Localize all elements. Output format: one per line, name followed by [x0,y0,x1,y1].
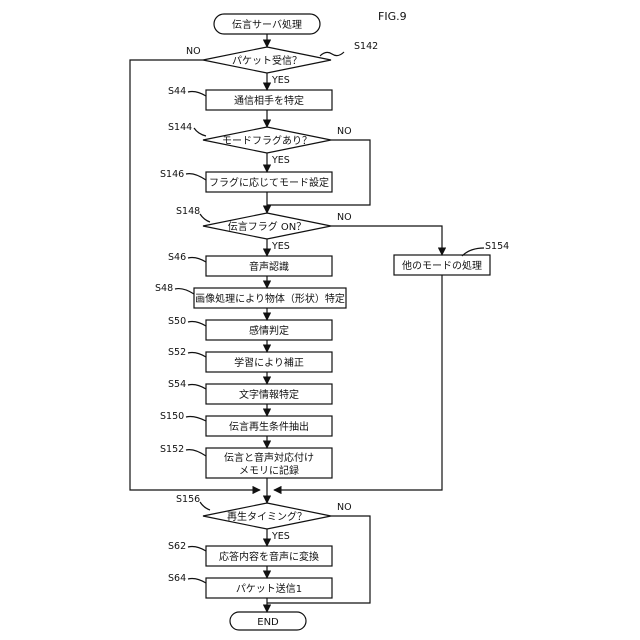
process-identify-peer-label: 通信相手を特定 [234,94,304,107]
no-label-s148: NO [337,212,352,223]
decision-message-flag-label: 伝言フラグ ON？ [228,220,307,233]
decision-mode-flag-label: モードフラグあり？ [222,134,312,147]
step-label-s50: S50 [168,316,186,327]
step-label-s54: S54 [168,379,186,390]
step-label-s152: S152 [160,444,184,455]
yes-label-s142: YES [271,75,290,86]
step-leader-s142 [320,52,344,56]
process-set-mode-label: フラグに応じてモード設定 [209,176,329,189]
process-record-message-label-line1: 伝言と音声対応付け [224,451,314,464]
step-label-s46: S46 [168,252,186,263]
process-object-identification-label: 画像処理により物体（形状）特定 [195,292,345,305]
start-terminal-label: 伝言サーバ処理 [232,18,302,31]
step-leader-s64 [188,579,206,584]
process-record-message-label-line2: メモリに記録 [239,464,299,477]
yes-label-s156: YES [271,531,290,542]
decision-packet-received-label: パケット受信？ [232,55,302,67]
step-leader-s48 [175,289,194,294]
step-label-s142: S142 [354,41,378,52]
step-label-s44: S44 [168,86,186,97]
step-leader-s144 [194,128,206,136]
step-label-s154: S154 [485,241,509,252]
process-extract-conditions-label: 伝言再生条件抽出 [229,420,309,433]
figure-label: FIG.9 [378,10,407,23]
step-leader-s50 [188,322,206,327]
step-leader-s52 [188,353,206,358]
step-label-s144: S144 [168,122,192,133]
step-label-s48: S48 [155,283,173,294]
step-label-s156: S156 [176,494,200,505]
process-emotion-label: 感情判定 [249,324,289,337]
process-send-packet-label: パケット送信1 [236,582,302,595]
end-terminal-label: END [257,617,279,628]
process-speech-recognition-label: 音声認識 [249,260,289,273]
step-leader-s146 [186,174,206,180]
step-leader-s152 [186,450,206,456]
step-label-s146: S146 [160,169,184,180]
step-leader-s44 [188,92,206,97]
step-leader-s46 [188,258,206,263]
step-leader-s156 [200,502,210,510]
process-convert-voice-label: 応答内容を音声に変換 [219,550,319,563]
no-label-s144: NO [337,126,352,137]
decision-playback-timing-label: 再生タイミング？ [227,510,307,523]
step-label-s150: S150 [160,411,184,422]
step-leader-s150 [186,417,206,422]
yes-label-s148: YES [271,241,290,252]
step-label-s52: S52 [168,347,186,358]
yes-label-s144: YES [271,155,290,166]
process-learning-correction-label: 学習により補正 [234,356,304,369]
step-leader-s54 [188,385,206,390]
connector-no-s148 [331,226,442,255]
step-label-s62: S62 [168,541,186,552]
process-other-mode-label: 他のモードの処理 [402,259,482,272]
process-text-info-label: 文字情報特定 [239,388,299,401]
no-label-s156: NO [337,502,352,513]
step-label-s148: S148 [176,206,200,217]
step-leader-s148 [200,214,210,222]
step-leader-s62 [188,547,206,552]
no-label-s142: NO [186,46,201,57]
step-label-s64: S64 [168,573,186,584]
